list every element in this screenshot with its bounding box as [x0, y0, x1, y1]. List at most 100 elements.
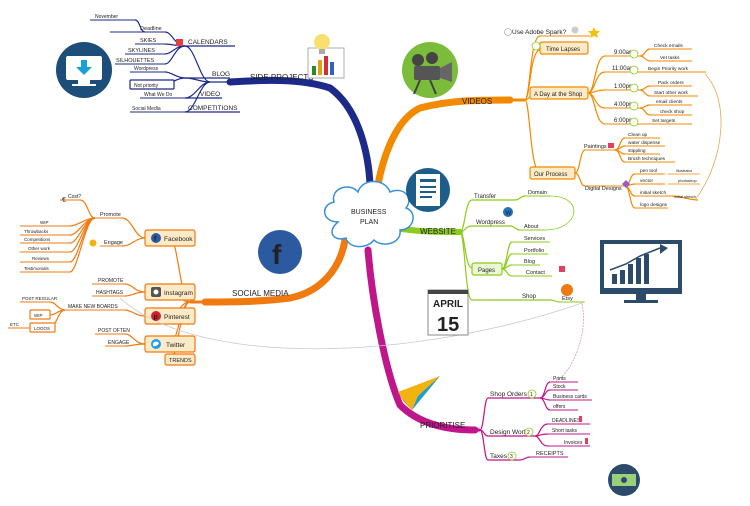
promote-item-1: WIP [40, 220, 49, 225]
promote-item-4: Other work [28, 246, 51, 251]
day-at-shop-label[interactable]: A Day at the Shop [534, 92, 583, 98]
digital-note-3: initial sketch [674, 194, 696, 199]
painting-item-1: Clean up [628, 132, 648, 138]
taxes-label[interactable]: Taxes [490, 453, 508, 460]
digital-note-2: photoshop [678, 178, 697, 183]
video-item-1: What We Do [144, 92, 172, 98]
fb-question: Cost? [68, 194, 81, 200]
videos-label[interactable]: VIDEOS [462, 97, 492, 106]
calendar-small-icon [176, 39, 183, 46]
painting-small-icon [608, 143, 614, 148]
competitions-label[interactable]: COMPETITIONS [188, 105, 238, 112]
design-item-1: DEADLINES [552, 418, 581, 424]
digital-item-4: logo designs [640, 202, 668, 208]
side-projects-label[interactable]: SIDE PROJECTS [250, 73, 314, 82]
smiley-icon [89, 239, 97, 247]
about-label[interactable]: About [524, 224, 539, 230]
number-1-icon [527, 389, 537, 399]
svg-text:p: p [154, 314, 158, 321]
small-icons: 1 2 3 € W [62, 26, 639, 461]
design-item-2: Short tasks [552, 428, 578, 434]
shop-item-1: Prints [553, 376, 566, 382]
video-label[interactable]: VIDEO [200, 91, 220, 98]
videos-group [510, 35, 706, 209]
side-projects-group [90, 19, 240, 113]
cloud-shape [324, 180, 414, 248]
digital-small-icon [622, 180, 630, 188]
digital-item-1: pen tool [640, 168, 657, 174]
adobe-question-icon [504, 28, 512, 36]
calendar-item-4: SILHOUETTES [116, 58, 155, 64]
branch-social-media[interactable] [201, 236, 349, 306]
shop-label[interactable]: Shop [522, 294, 537, 300]
adobe-spark-label[interactable]: Use Adobe Spark? [512, 29, 567, 36]
branch-videos[interactable] [371, 96, 514, 209]
promote-label[interactable]: Promote [100, 212, 121, 218]
instagram-item-1: PROMOTE [98, 278, 124, 284]
promote-item-3: Competitions [24, 237, 51, 242]
lightbulb-chart-icon [307, 34, 345, 79]
wordpress-label[interactable]: Wordpress [476, 220, 505, 226]
branch-side-projects[interactable] [226, 76, 374, 209]
prioritise-label[interactable]: PRIORITISE [420, 421, 465, 430]
page-item-contact[interactable]: Contact [526, 270, 545, 276]
domain-label[interactable]: Domain [528, 190, 547, 196]
website-group [459, 195, 585, 303]
number-3-icon [507, 451, 517, 461]
clock-icon-1 [629, 49, 639, 59]
page-item-services[interactable]: Services [524, 236, 545, 242]
svg-text:W: W [506, 211, 512, 217]
invoice-flag-icon [585, 438, 588, 444]
gear-icon [571, 26, 579, 34]
digital-item-2: vector [640, 178, 653, 184]
engage-label[interactable]: Engage [104, 240, 123, 246]
transfer-label[interactable]: Transfer [474, 194, 496, 200]
pinterest-label[interactable]: Pinterest [164, 314, 190, 321]
svg-text:1: 1 [530, 392, 533, 398]
wordpress-icon [503, 207, 513, 217]
pages-label[interactable]: Pages [478, 268, 495, 274]
page-item-blog[interactable]: Blog [524, 259, 535, 265]
painting-item-2: water dispense [628, 140, 661, 146]
shop-orders-label[interactable]: Shop Orders [490, 391, 528, 398]
twitter-label[interactable]: Twitter [166, 342, 186, 349]
digital-item-3: initial sketch [640, 190, 666, 196]
paintings-label[interactable]: Paintings [584, 144, 607, 150]
star-icon [588, 27, 600, 38]
page-item-portfolio[interactable]: Portfolio [524, 248, 544, 254]
instagram-label[interactable]: Instagram [164, 290, 193, 297]
website-label[interactable]: WEBSITE [420, 227, 456, 236]
digital-designs-label[interactable]: Digital Designs [585, 186, 622, 192]
calendar-item-3: SKYLINES [128, 48, 155, 54]
time-3: 1:00pm [614, 84, 634, 90]
trends-label[interactable]: TRENDS [169, 358, 192, 364]
time-lapses-label[interactable]: Time Lapses [546, 47, 580, 53]
receipts-label[interactable]: RECEIPTS [536, 451, 564, 457]
social-media-label[interactable]: SOCIAL MEDIA [232, 289, 289, 298]
branch-prioritise[interactable] [364, 246, 479, 434]
svg-text:2: 2 [527, 430, 530, 436]
facebook-small-icon [151, 233, 161, 243]
money-icon: € [62, 197, 66, 204]
our-process-label[interactable]: Our Process [534, 172, 567, 178]
download-monitor-icon [56, 42, 112, 98]
facebook-label[interactable]: Facebook [164, 236, 193, 243]
svg-text:f: f [272, 239, 282, 270]
videos-connector [694, 73, 722, 201]
side-projects-labels: SIDE PROJECTS CALENDARS BLOG VIDEO COMPE… [95, 14, 314, 112]
social-labels: SOCIAL MEDIA Facebook Promote Engage Cos… [10, 194, 289, 364]
painting-item-3: stippling [628, 148, 646, 154]
task-5: Start other work [654, 90, 688, 96]
central-topic[interactable]: BUSINESS PLAN [324, 180, 414, 248]
design-work-label[interactable]: Design Work [490, 429, 528, 436]
pinterest-item-1: MAKE NEW BOARDS [68, 304, 118, 310]
calendars-label[interactable]: CALENDARS [188, 39, 228, 46]
website-labels: WEBSITE Transfer Domain Wordpress About … [420, 190, 573, 302]
blog-label[interactable]: BLOG [212, 71, 230, 78]
competitions-item-1: Social Media [132, 106, 161, 112]
central-title-line2: PLAN [360, 219, 378, 226]
etsy-label[interactable]: Etsy [562, 296, 573, 302]
shop-item-3: Business cards [553, 394, 587, 400]
clock-icon-4 [629, 101, 639, 111]
